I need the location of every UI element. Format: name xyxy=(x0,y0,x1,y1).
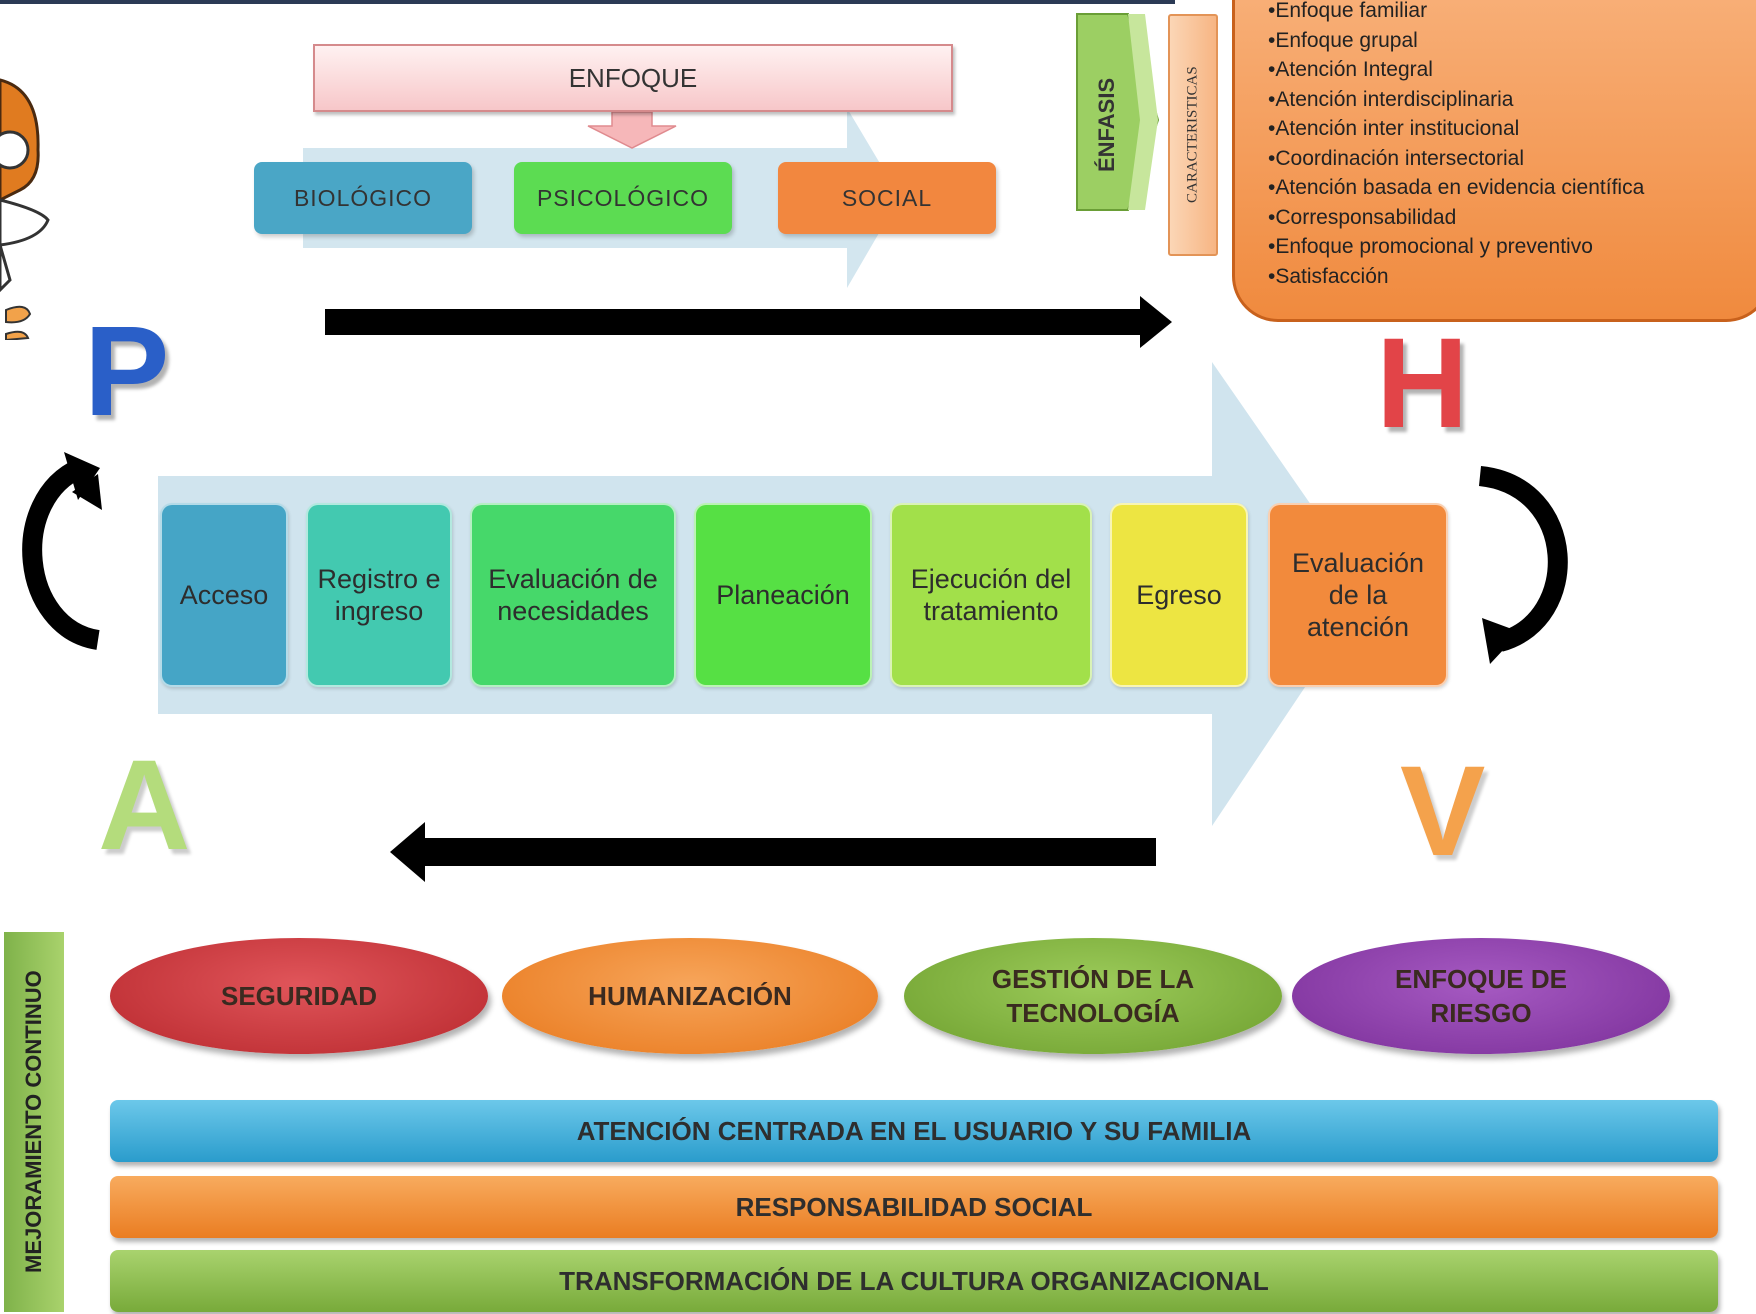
step-evaluacion-necesidades: Evaluación de necesidades xyxy=(470,503,676,687)
character-illustration xyxy=(0,78,50,340)
step-egreso: Egreso xyxy=(1110,503,1248,687)
bar-atencion-centrada: ATENCIÓN CENTRADA EN EL USUARIO Y SU FAM… xyxy=(110,1100,1718,1162)
characteristics-panel xyxy=(1232,0,1756,322)
enfoque-psicologico: PSICOLÓGICO xyxy=(514,162,732,234)
cycle-letter-h: H xyxy=(1376,312,1469,455)
pillar-enfoque-riesgo: ENFOQUE DE RIESGO xyxy=(1292,938,1670,1054)
characteristic-item: •Corresponsabilidad xyxy=(1268,205,1457,229)
characteristics-list: •Enfoque familiar •Enfoque grupal •Atenc… xyxy=(1268,0,1748,291)
arrow-p-to-h-head xyxy=(1140,296,1172,348)
cycle-letter-v: V xyxy=(1400,740,1486,883)
step-acceso: Acceso xyxy=(160,503,288,687)
right-cycle-arrow xyxy=(1478,466,1568,652)
characteristic-item: •Atención inter institucional xyxy=(1268,117,1520,140)
mejoramiento-continuo-label: MEJORAMIENTO CONTINUO xyxy=(21,970,46,1274)
cycle-letter-a: A xyxy=(98,734,191,877)
left-cycle-arrow xyxy=(22,458,101,650)
pillar-seguridad: SEGURIDAD xyxy=(110,938,488,1054)
step-ejecucion-tratamiento: Ejecución del tratamiento xyxy=(890,503,1092,687)
enfasis-label: ÉNFASIS xyxy=(1094,77,1119,173)
characteristic-item: •Enfoque grupal xyxy=(1268,28,1418,52)
characteristic-item: •Coordinación intersectorial xyxy=(1268,146,1524,170)
bar-responsabilidad-social: RESPONSABILIDAD SOCIAL xyxy=(110,1176,1718,1238)
pillar-gestion-tecnologia: GESTIÓN DE LA TECNOLOGÍA xyxy=(904,938,1282,1054)
characteristic-item: •Atención Integral xyxy=(1268,58,1433,81)
caracteristicas-tab xyxy=(1168,14,1218,256)
enfasis-chevron-highlight xyxy=(1128,14,1158,210)
characteristic-item: •Atención basada en evidencia científica xyxy=(1268,176,1645,199)
arrow-v-to-a-head xyxy=(390,822,425,882)
left-cycle-arrow-head xyxy=(64,452,100,500)
enfoque-social: SOCIAL xyxy=(778,162,996,234)
mejoramiento-continuo-bar xyxy=(4,932,64,1312)
characteristic-item: •Satisfacción xyxy=(1268,264,1389,288)
enfoque-title: ENFOQUE xyxy=(313,44,953,112)
cycle-letter-p: P xyxy=(84,300,170,443)
arrow-v-to-a-shaft xyxy=(420,838,1156,866)
characteristic-item: •Atención interdisciplinaria xyxy=(1268,87,1514,111)
step-planeacion: Planeación xyxy=(694,503,872,687)
arrow-p-to-h-shaft xyxy=(325,309,1145,335)
characteristic-item: •Enfoque promocional y preventivo xyxy=(1268,235,1593,258)
enfoque-down-arrow xyxy=(587,111,677,149)
step-evaluacion-atencion: Evaluación de la atención xyxy=(1268,503,1448,687)
step-registro-ingreso: Registro e ingreso xyxy=(306,503,452,687)
right-cycle-arrow-head xyxy=(1482,618,1520,664)
characteristic-item: •Enfoque familiar xyxy=(1268,0,1428,22)
enfoque-biologico: BIOLÓGICO xyxy=(254,162,472,234)
caracteristicas-label: CARACTERISTICAS xyxy=(1184,66,1201,204)
pillar-humanizacion: HUMANIZACIÓN xyxy=(502,938,878,1054)
bar-transformacion-cultura: TRANSFORMACIÓN DE LA CULTURA ORGANIZACIO… xyxy=(110,1250,1718,1312)
